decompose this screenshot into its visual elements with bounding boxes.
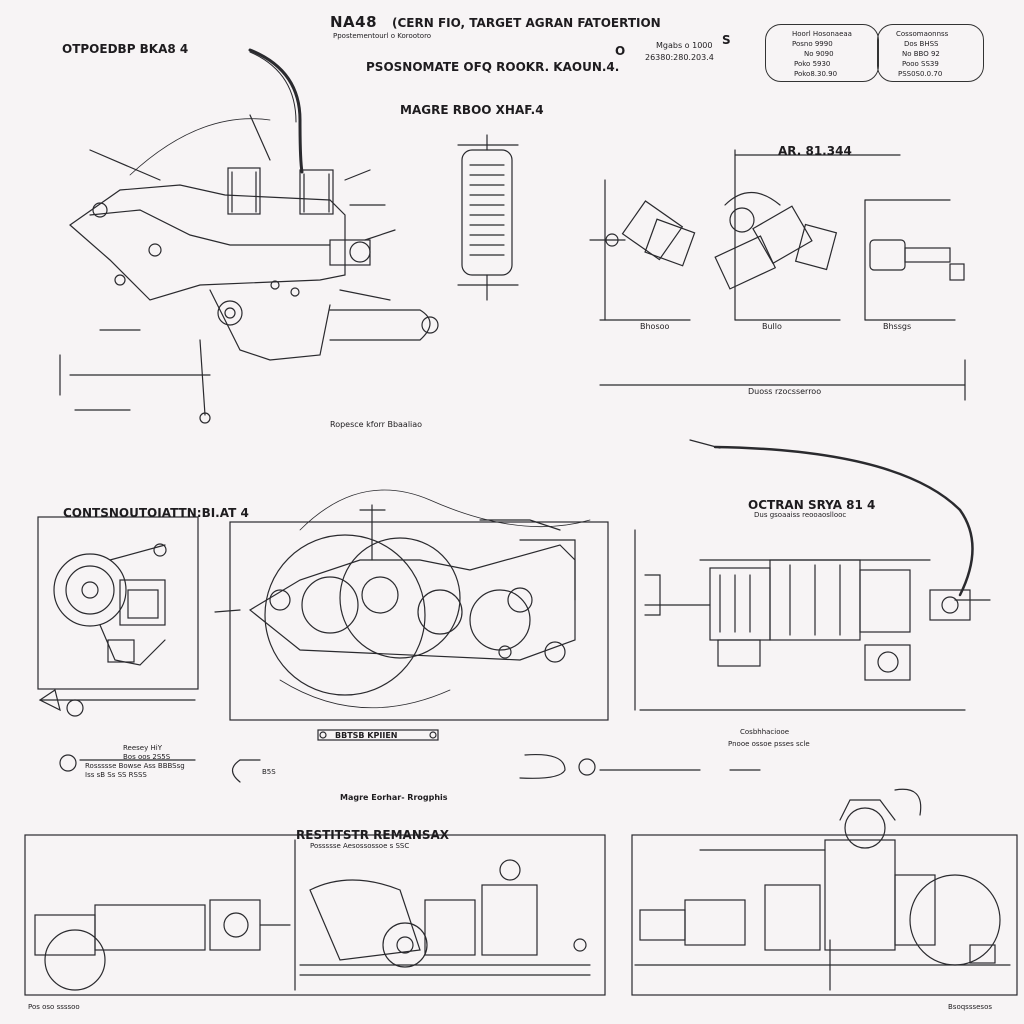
ref-mark-b: S <box>722 33 731 47</box>
mid-small: B5S <box>262 768 276 776</box>
upper-caption: Ropesce kforr Bbaaliao <box>330 420 423 429</box>
octran-sub: Dus gsoaaiss reooaosllooc <box>754 511 847 519</box>
macro-label: MAGRE RBOO XHAF.4 <box>400 103 544 117</box>
ref-bottom: 26380:280.203.4 <box>645 53 714 62</box>
mid-left-note-1: Reesey HiY <box>123 744 162 752</box>
upper-coil-drawing <box>457 134 519 301</box>
construction-label: CONTSNOUTOIATTN:BI.AT 4 <box>63 506 249 520</box>
view-bottom-1: Bhosoo <box>640 322 670 331</box>
title-block-left: Hoorl Hosonaeaa Posno 9990 No 9090 Poko … <box>765 24 879 82</box>
octran-label: OCTRAN SRYA 81 4 <box>748 498 876 512</box>
mid-footer: Magre Eorhar- Rrogphis <box>340 793 448 802</box>
mid-left-note-3: Rossssse Bowse Ass BBBSsg <box>85 762 185 770</box>
footer-left: Pos oso ssssoo <box>28 1003 80 1011</box>
mid-bar-label: BBTSB KPIIEN <box>335 731 398 740</box>
octran-assembly-drawing <box>634 439 991 711</box>
middle-annotation-strip <box>59 753 761 783</box>
bottom-left-assembly-drawing <box>24 834 606 996</box>
resistor-label: RESTITSTR REMANSAX <box>296 828 450 842</box>
bottom-right-assembly-drawing <box>631 788 1018 996</box>
view-bottom-3: Bhssgs <box>883 322 912 331</box>
mid-left-note-4: Iss sB Ss SS RSSS <box>85 771 147 779</box>
title-block-right: Cossomaonnss Dos BHSS No BBO 92 Pooo SS3… <box>877 24 984 82</box>
drawing-code: NA48 <box>330 13 378 31</box>
drawing-title-sub: Ppostementourl o Korootoro <box>333 32 432 40</box>
drawing-title: (CERN FIO, TARGET AGRAN FATOERTION <box>392 16 661 30</box>
upper-left-assembly-drawing <box>59 48 439 424</box>
views-caption: Duoss rzocsserroo <box>748 387 822 396</box>
sheet-label: PSOSNOMATE OFQ ROOKR. KAOUN.4. <box>366 60 620 74</box>
resistor-sub: Possssse Aesossossoe s SSC <box>310 842 410 850</box>
ref-top: Mgabs o 1000 <box>656 41 713 50</box>
mid-right-note-1: Cosbhhaciooe <box>740 728 790 736</box>
footer-right: Bsoqsssesos <box>948 1003 992 1011</box>
top-left-label: OTPOEDBP BKA8 4 <box>62 42 189 56</box>
mid-left-note-2: Bos oos 2S5S <box>123 753 171 761</box>
ar-label: AR. 81.344 <box>778 144 852 158</box>
mid-right-note-2: Pnooe ossoe psses scle <box>728 740 810 748</box>
view-bottom-2: Bullo <box>762 322 782 331</box>
upper-right-views-drawing <box>589 149 966 401</box>
central-linkage-drawing <box>214 489 609 741</box>
ref-mark-a: O <box>615 44 626 58</box>
construction-view-drawing <box>37 516 199 717</box>
